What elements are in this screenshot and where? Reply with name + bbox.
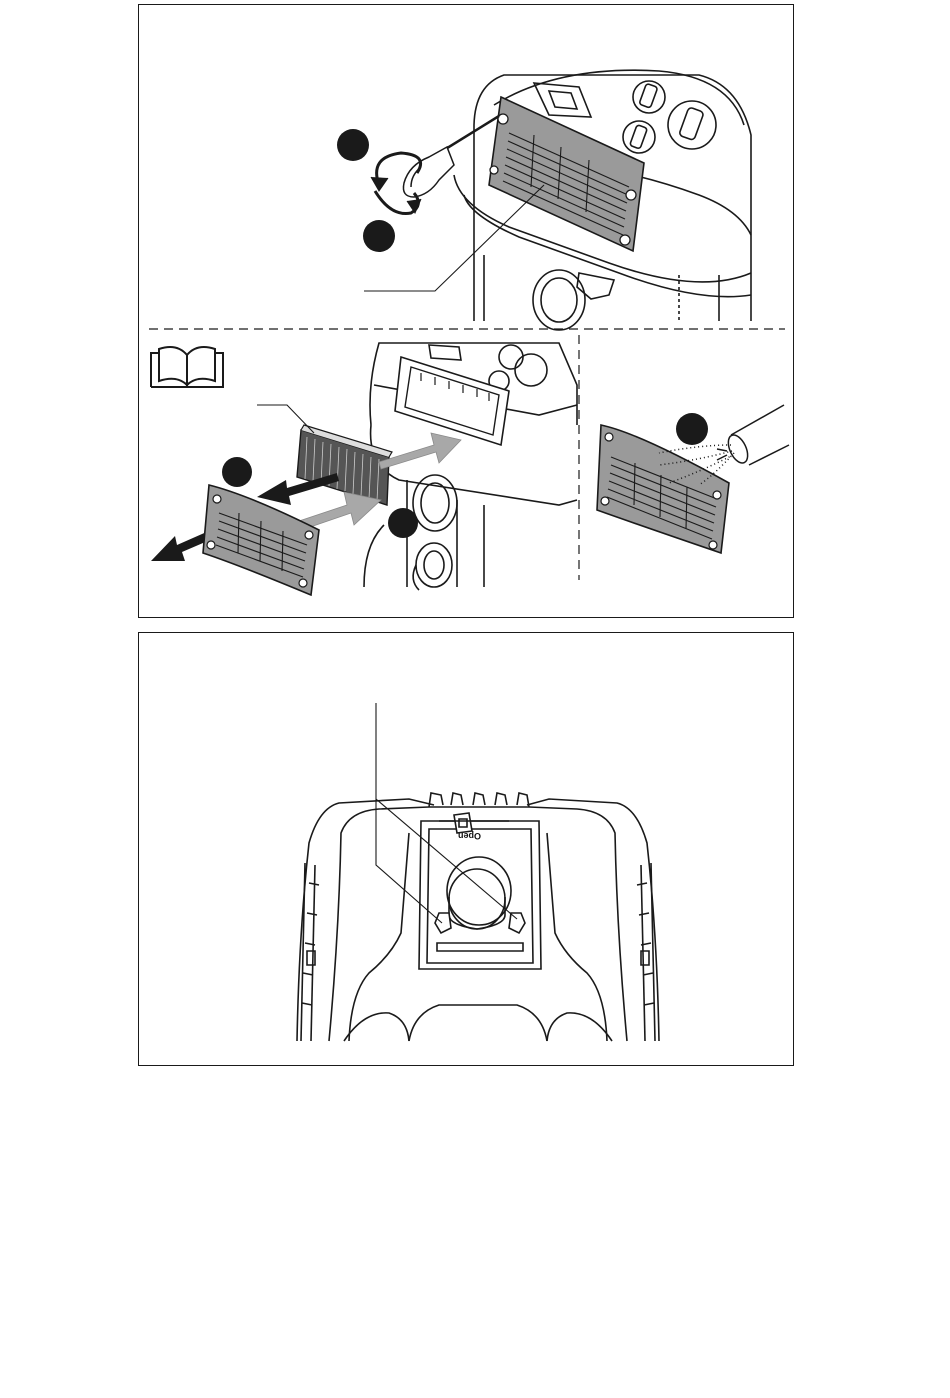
container-lid [297,793,659,1041]
cover-screw [490,166,498,174]
manual-book-icon [151,347,223,387]
filter-cover-removed [203,485,319,595]
filter-procedure-figure [138,4,794,618]
filter-slot [395,357,509,445]
filter-procedure-drawing [139,5,795,619]
step-badge [337,129,369,161]
cover-screw [626,190,636,200]
step-badge [388,508,418,538]
step-badge [222,457,252,487]
step-badge [676,413,708,445]
cover-screw [620,235,630,245]
step-badge [363,220,395,252]
filter-cover-cleaning [597,425,729,553]
open-marking: Open [458,831,481,841]
container-top-drawing: Open [139,633,795,1067]
container-top-figure: Open [138,632,794,1066]
cover-screw [498,114,508,124]
